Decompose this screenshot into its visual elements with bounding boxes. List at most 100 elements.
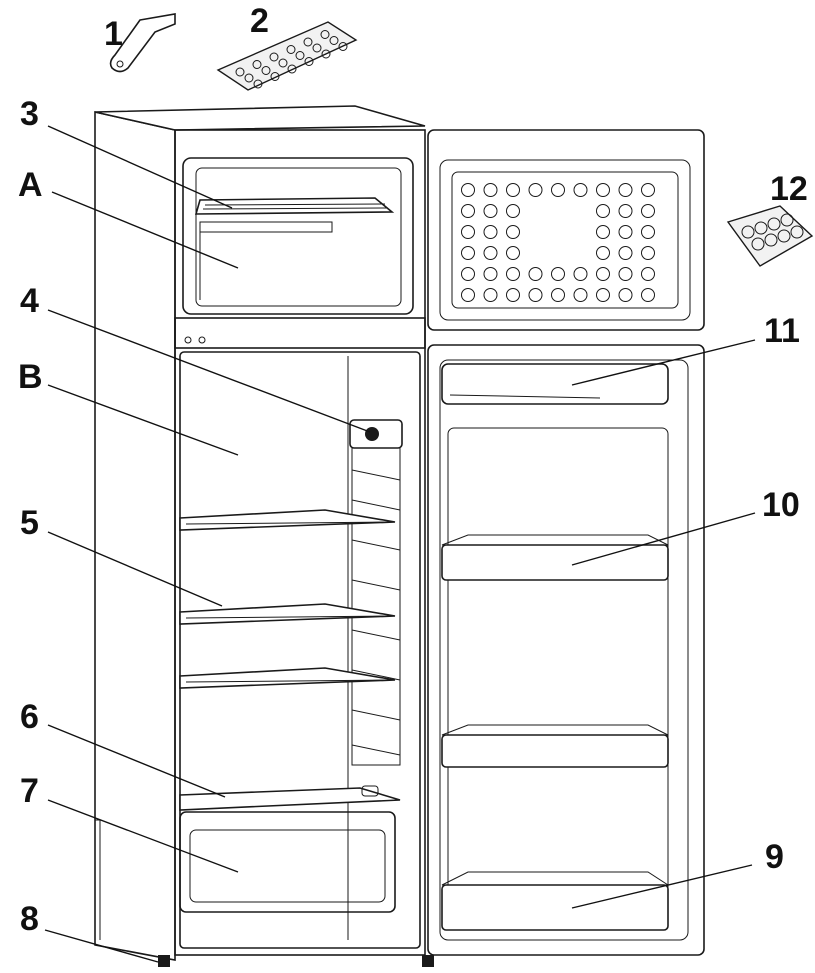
freezer-door-dimple [641,267,655,281]
door-shelf-middle [441,724,669,768]
callout-4: 4 [20,282,39,320]
leader-lines [44,125,756,963]
thermostat-housing [349,419,403,449]
freezer-door-dimple [618,246,633,260]
freezer-door-dimple [641,204,655,218]
callout-6: 6 [20,698,39,736]
ice-tray-cell [261,66,271,75]
egg-cup [777,229,791,243]
freezer-door-dimple [461,183,475,197]
callout-2: 2 [250,2,269,40]
freezer-door-dimple [641,288,655,302]
freezer-door-dimple [573,267,588,281]
door-shelf-upper [441,534,669,581]
egg-cup [767,217,781,231]
ice-tray-cell [286,45,296,54]
bottle-shelf [441,871,670,931]
callout-10: 10 [762,486,800,524]
freezer-compartment [182,157,414,315]
ice-tray-cell [329,36,339,45]
freezer-door-dimple [641,225,655,239]
freezer-door-dimple [596,225,610,239]
egg-tray [726,205,814,267]
freezer-door-dimple [483,204,498,218]
callout-9: 9 [765,838,784,876]
freezer-door-dimple [528,267,543,281]
freezer-door-dimple [528,183,543,197]
freezer-door-dimple [506,183,520,197]
callout-7: 7 [20,772,39,810]
freezer-door-dimple [551,183,565,197]
ice-tray-cell [269,52,279,62]
freezer-door-dimple [483,288,498,302]
freezer-door-dimple [618,225,633,239]
egg-cup [754,221,768,235]
ice-tray-cell [278,58,288,68]
callout-5: 5 [20,504,39,542]
callout-1: 1 [104,15,123,53]
ice-tray-cell [312,43,322,53]
freezer-door-dimple [506,246,520,260]
freezer-door-dimple [618,288,633,302]
freezer-door-dimple [483,225,498,239]
callout-8: 8 [20,900,39,938]
ice-tray-cell [270,72,280,81]
ice-tray-cell [287,64,297,74]
fridge-shelf-1 [179,509,396,531]
ice-tray-cell [235,67,245,77]
ice-tray-cell [244,73,254,83]
freezer-door-dimple [551,288,565,302]
fridge-compartment [179,351,421,949]
freezer-door-dimple [551,267,565,281]
freezer-door-dimple [596,204,610,218]
ice-tray-cell [338,42,348,51]
ice-tray-cell [252,60,262,69]
freezer-door-dimple [506,288,520,302]
freezer-door-dimple [618,204,633,218]
freezer-door-dimple [461,288,475,302]
egg-cup [790,225,804,239]
freezer-door-dimple [483,246,498,260]
freezer-door-dimple [483,183,498,197]
adjustable-foot-left [158,955,170,967]
freezer-door-dimple [461,225,475,239]
shelf-support-rail [351,439,401,766]
fridge-shelf-2 [179,603,396,625]
ice-tray-cell [295,51,305,60]
ice-tray-cell [253,79,263,89]
callout-labels: 1 2 3 A 4 B 5 6 7 8 9 10 11 12 [18,2,808,938]
ice-tray-cell [303,37,313,47]
ice-tray-cell [304,57,314,66]
callout-3: 3 [20,95,39,133]
callout-11: 11 [764,312,800,350]
egg-cup [764,233,778,247]
freezer-door-dimple [461,267,475,281]
freezer-door-dimple [573,183,588,197]
crisper-drawer [179,811,396,913]
ice-tray-cell [320,30,330,39]
freezer-shelf [194,197,395,215]
freezer-door-dimple [461,204,475,218]
freezer-door-dimple [573,288,588,302]
freezer-door-dimple [596,288,610,302]
egg-cup [741,225,755,239]
freezer-door-dimple [641,183,655,197]
freezer-door-dimple [596,267,610,281]
freezer-door-dimple [506,267,520,281]
dairy-compartment [441,363,669,405]
crisper-cover [179,785,401,811]
freezer-door [427,129,705,331]
egg-cup [780,213,794,227]
egg-cup [751,237,765,251]
ice-tray [216,21,358,91]
ice-tray-cell [321,49,331,59]
ice-scraper [109,13,176,73]
freezer-door-dimple [596,183,610,197]
callout-12: 12 [770,170,808,208]
callout-A: A [18,166,43,204]
fridge-door [427,344,705,956]
freezer-door-pattern [461,183,655,302]
freezer-door-dimple [506,204,520,218]
fridge-shelf-3 [179,667,396,689]
